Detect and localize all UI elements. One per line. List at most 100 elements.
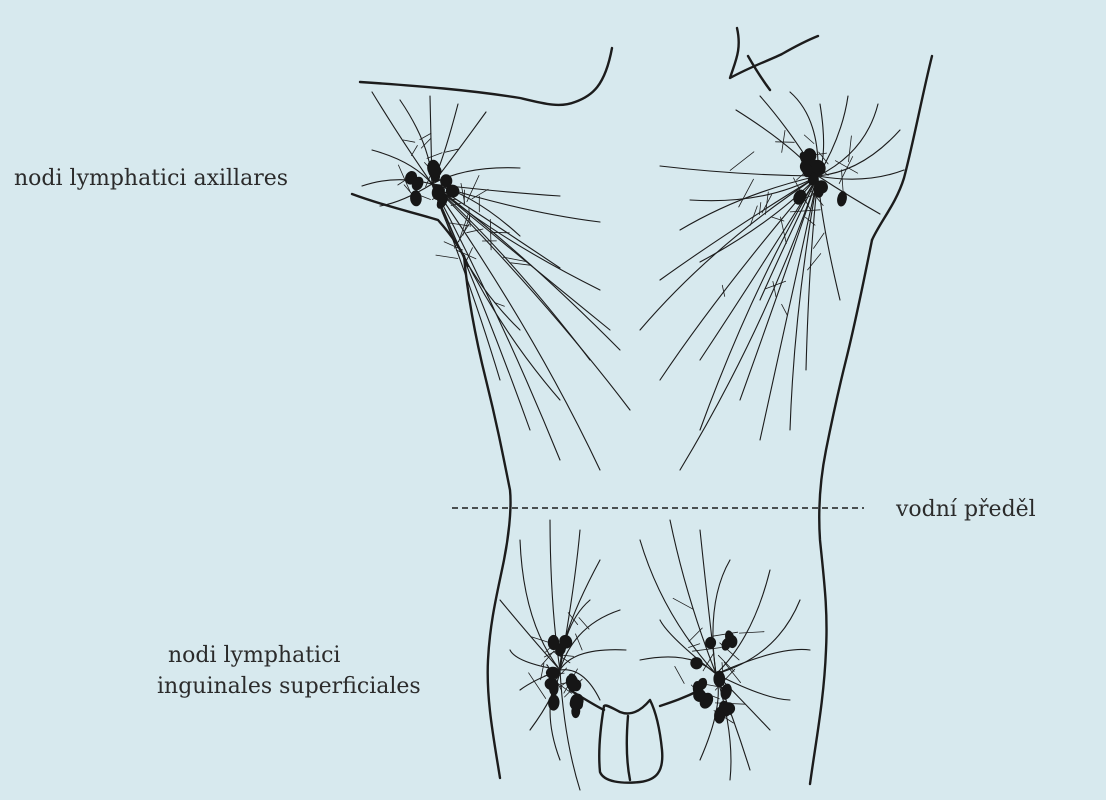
lymph-vessel-branch xyxy=(848,135,852,163)
lymph-vessel xyxy=(689,175,819,202)
lymph-node xyxy=(559,634,573,649)
label-axillary-nodes: nodi lymphatici axillares xyxy=(14,166,289,191)
lymph-node xyxy=(440,174,453,188)
lymph-vessel xyxy=(431,183,531,431)
right-torso-side xyxy=(808,238,874,786)
lymph-vessel-branch xyxy=(443,241,463,251)
lymph-node xyxy=(445,184,460,198)
lymph-node xyxy=(720,683,732,700)
lymph-vessel-branch xyxy=(444,148,459,153)
lymph-node xyxy=(569,693,584,710)
genital-outline xyxy=(598,698,664,784)
lymph-vessel xyxy=(639,175,819,331)
lymph-vessel-branch xyxy=(466,228,484,234)
lymph-vessel xyxy=(431,183,561,401)
lymph-vessel xyxy=(361,179,433,187)
lymph-vessel-branch xyxy=(809,189,824,206)
lymph-vessel-branch xyxy=(426,152,443,159)
lymph-vessel-branch xyxy=(510,262,532,266)
lymph-vessel-branch xyxy=(540,663,545,681)
lymph-vessel-branch xyxy=(805,216,816,226)
lymph-vessel xyxy=(431,183,561,461)
lymph-vessel xyxy=(431,183,601,471)
lymph-vessel xyxy=(817,175,881,215)
lymph-node xyxy=(793,189,807,205)
lymph-node xyxy=(547,634,560,651)
lymph-vessel-branch xyxy=(702,652,715,672)
lymph-vessel-branch xyxy=(398,164,411,193)
lymph-vessel-branch xyxy=(739,631,765,634)
lymph-vessel xyxy=(379,183,433,207)
lymph-node xyxy=(705,636,717,649)
label-inguinal-nodes-line1: nodi lymphatici xyxy=(168,643,341,668)
lymph-node xyxy=(427,159,441,177)
lymph-vessel-branch xyxy=(563,654,574,657)
lymph-vessel-branch xyxy=(419,133,432,140)
lymph-vessel-branch xyxy=(841,169,844,192)
lymph-vessel-branch xyxy=(575,633,583,651)
lymph-vessel-branch xyxy=(781,130,786,153)
lymph-vessel xyxy=(759,175,819,301)
right-shoulder-outer xyxy=(870,54,934,242)
lymph-vessel xyxy=(715,599,801,675)
lymph-vessel-branch xyxy=(738,178,754,208)
lymph-vessel xyxy=(639,656,717,675)
lymph-node xyxy=(713,670,726,688)
lymph-vessel-branch xyxy=(729,151,755,171)
lymph-node xyxy=(690,657,703,670)
lymph-vessel xyxy=(699,175,819,431)
lymph-vessel xyxy=(431,183,611,331)
lymph-node xyxy=(411,176,424,191)
lymph-vessel-branch xyxy=(491,231,510,234)
lymph-nodes xyxy=(405,148,847,724)
lymph-vessel-branch xyxy=(761,194,773,214)
lymph-vessel xyxy=(712,559,731,675)
lymph-vessel-branch xyxy=(453,223,470,249)
lymph-vessel-branch xyxy=(721,284,726,297)
lymph-node xyxy=(837,191,847,207)
lymph-node xyxy=(693,688,707,702)
genital-midline xyxy=(625,714,632,782)
lymph-node xyxy=(549,680,559,696)
lymph-vessel-branch xyxy=(567,612,579,625)
right-neck-notch xyxy=(746,54,772,92)
lymph-vessel xyxy=(499,599,561,671)
lymph-vessel xyxy=(715,569,771,675)
lymph-vessel xyxy=(559,649,627,671)
lymph-vessel-branch xyxy=(411,145,418,156)
left-torso-side xyxy=(462,254,512,780)
lymph-vessel-branch xyxy=(692,647,722,652)
lymph-vessel-branch xyxy=(455,249,477,260)
lymph-vessel-branch xyxy=(471,188,489,200)
lymph-node xyxy=(565,675,577,692)
lymph-vessel-branch xyxy=(420,137,432,149)
lymph-vessel xyxy=(669,519,717,675)
torso-outline xyxy=(350,26,934,786)
lymph-vessel xyxy=(639,539,717,675)
groin-left-crease xyxy=(568,688,606,712)
lymph-vessel-branch xyxy=(749,205,758,226)
lymph-vessel-branch xyxy=(770,216,785,222)
lymph-node xyxy=(722,702,736,715)
lymph-vessel xyxy=(715,648,811,675)
lymph-vessel-branch xyxy=(772,281,777,298)
lymph-vessel-branch xyxy=(688,643,701,648)
lymph-node xyxy=(548,694,560,711)
lymph-vessel-branch xyxy=(458,213,469,242)
lymph-vessel-branch xyxy=(759,202,762,215)
lymph-vessel xyxy=(431,183,501,381)
lymph-vessel xyxy=(559,669,581,791)
lymph-vessel-branch xyxy=(813,232,825,249)
lymph-vessel xyxy=(559,669,601,701)
lymph-vessel-branch xyxy=(835,160,859,174)
lymph-vessel xyxy=(371,91,433,185)
label-watershed: vodní předěl xyxy=(896,497,1036,522)
lymph-vessel-branch xyxy=(403,184,413,196)
right-neck-line xyxy=(728,26,820,80)
lymph-node xyxy=(802,163,813,178)
lymph-vessel-branch xyxy=(723,661,741,683)
lymph-node xyxy=(410,190,422,207)
